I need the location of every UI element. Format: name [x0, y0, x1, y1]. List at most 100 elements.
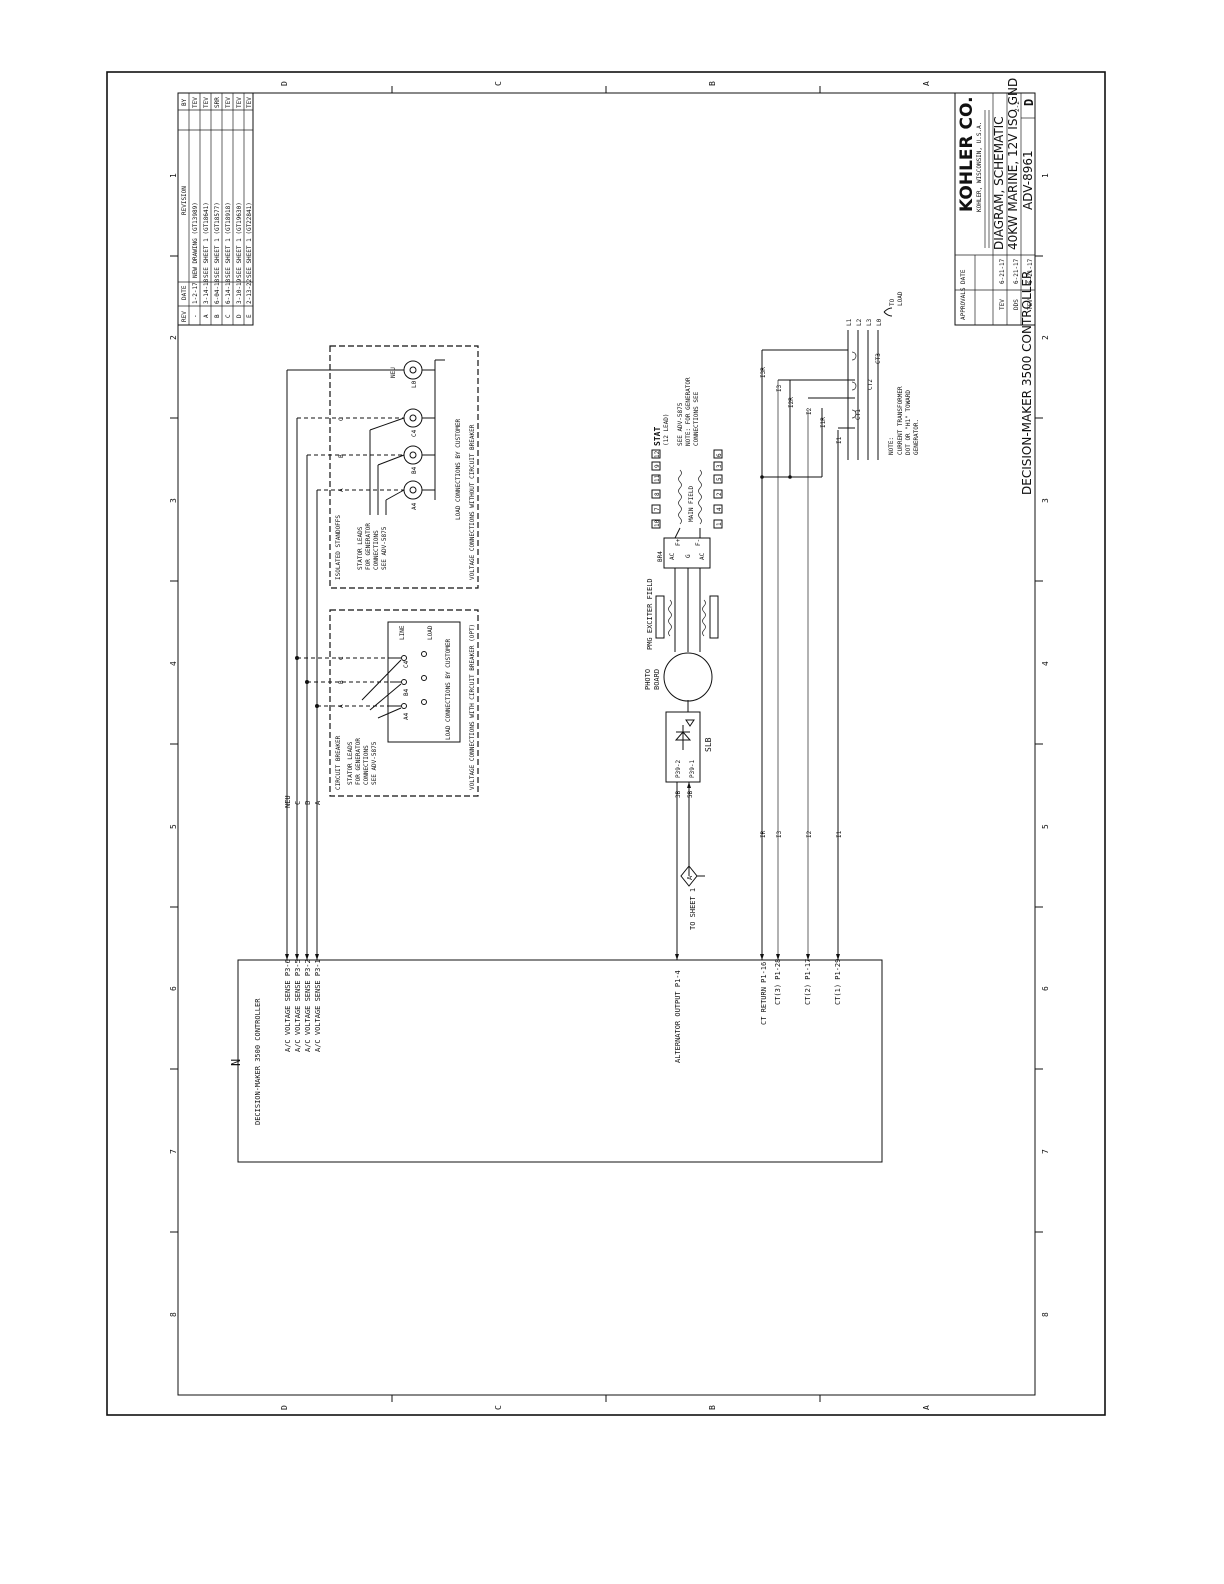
breaker-terminal-c4: C4: [403, 660, 410, 668]
title-block: KOHLER CO. KOHLER, WISCONSIN, U.S.A. DIA…: [954, 78, 1036, 326]
ct-note-1: NOTE:: [888, 437, 895, 455]
wire-i1r: I1R: [820, 417, 827, 428]
controller-pin-b: A/C VOLTAGE SENSE P3-2: [304, 959, 312, 1052]
g-label: G: [685, 554, 692, 558]
sheet-ref-text: TO SHEET 1: [689, 888, 697, 930]
ct3-label: CT3: [875, 353, 882, 364]
wire-i1: I1: [836, 436, 843, 444]
zone-right-1: 1: [1041, 173, 1050, 178]
zone-bot-d: D: [280, 1405, 289, 1410]
board-ref: BR4: [657, 551, 664, 562]
wire-i1-lower: I1: [836, 830, 843, 838]
rev-row-2-by: SRR: [214, 97, 221, 108]
zone-left-2: 2: [169, 335, 178, 340]
wire-i3-lower: I3: [776, 830, 783, 838]
company-sub: KOHLER, WISCONSIN, U.S.A.: [976, 122, 983, 212]
controller-label: DECISION-MAKER 3500 CONTROLLER: [254, 998, 262, 1125]
rev-header-rev: REV: [181, 311, 188, 322]
zone-left-5: 5: [169, 824, 178, 829]
breaker-phase-c: C: [338, 656, 345, 660]
alternator: STAT (12 LEAD) SEE ADV-5875 NOTE: FOR GE…: [644, 377, 723, 783]
breaker-stator-2: FOR GENERATOR: [355, 738, 362, 785]
breaker-line: LINE: [399, 625, 406, 640]
zone-right-5: 5: [1041, 824, 1050, 829]
rev-row-4-desc: SEE SHEET 1 (GT19630): [236, 202, 243, 278]
controller-pin-a: A/C VOLTAGE SENSE P3-1: [314, 959, 322, 1052]
fine-print-lines: [984, 110, 990, 248]
rev-row-4-rev: D: [236, 314, 243, 318]
stator-note-4: SEE ADV-5875: [381, 526, 388, 570]
approval-0-date: 6-21-17: [999, 258, 1006, 284]
rev-header-date: DATE: [181, 285, 188, 300]
zone-bot-a: A: [922, 1405, 931, 1410]
slb-pin-1: P39-2: [675, 760, 682, 778]
zone-bot-c: C: [494, 1405, 503, 1410]
drawing-number: ADV-8961: [1021, 150, 1035, 210]
zone-ticks: [170, 86, 1043, 1402]
breaker-load-caption: LOAD CONNECTIONS BY CUSTOMER: [445, 638, 452, 740]
stat-terminal-boxes: [651, 449, 723, 529]
ct-note-4: GENERATOR.: [913, 419, 920, 455]
date-label: DATE: [960, 269, 967, 284]
ct1-label: CT1: [855, 409, 862, 420]
voltage-sense-wires: NEU C B A: [284, 369, 404, 960]
zone-left-6: 6: [169, 986, 178, 991]
wire-i3: I3: [776, 384, 783, 392]
wire-tag-neu: NEU: [284, 795, 292, 808]
wire-i2: I2: [806, 407, 813, 415]
zone-bot-b: B: [708, 1405, 717, 1410]
zone-left-4: 4: [169, 661, 178, 666]
rev-row-3-date: 6-14-18: [225, 278, 232, 304]
photo-board-1: PHOTO: [644, 669, 652, 690]
zone-top-d: D: [280, 81, 289, 86]
f-plus-label: F+: [675, 538, 682, 546]
breaker-stator-3: CONNECTIONS: [363, 745, 370, 785]
ct-wiring: CT3 CT2 CT1 I3R I3 I2R I2 I1R I1 IR I3 I…: [760, 291, 920, 960]
controller-box: DECISION-MAKER 3500 CONTROLLER N A/C VOL…: [229, 959, 883, 1163]
wire-5b: 5B: [687, 790, 694, 798]
stat-t6: 6: [716, 453, 723, 457]
breaker-phase-b: B: [338, 680, 345, 684]
phase-neu: NEU: [390, 367, 397, 378]
rev-row-4-date: 3-10-19: [236, 278, 243, 304]
approval-2-who: TEV: [1027, 299, 1034, 310]
approval-1-date: 6-21-17: [1013, 258, 1020, 284]
ct-note-2: CURRENT TRANSFORMER: [897, 386, 904, 455]
phase-a: A: [338, 488, 345, 492]
terminal-b4: B4: [411, 466, 418, 474]
rev-row-0-by: TEV: [192, 97, 199, 108]
main-field-label: MAIN FIELD: [688, 485, 695, 522]
drawing-title-2: 40KW MARINE, 12V ISO GND: [1006, 78, 1020, 250]
rev-row-2-desc: SEE SHEET 1 (GT18577): [214, 202, 221, 278]
terminal-a4: A4: [411, 502, 418, 510]
stat-t7: 7: [654, 507, 661, 511]
rev-row-0-rev: -: [192, 314, 199, 318]
load-brace: [883, 307, 893, 317]
zone-right-2: 2: [1041, 335, 1050, 340]
side-title: DECISION-MAKER 3500 CONTROLLER: [1020, 271, 1034, 495]
rev-row-1-rev: A: [203, 314, 210, 318]
slb-label: SLB: [704, 737, 713, 752]
breaker-stator-4: SEE ADV-5875: [371, 741, 378, 785]
rev-row-2-rev: B: [214, 314, 221, 318]
stat-t8: 8: [654, 492, 661, 496]
outer-frame: [106, 71, 1106, 1416]
zone-letters: D C B A D C B A 1 2 3 4 5 6 7 8 1 2 3 4 …: [169, 81, 1050, 1410]
breaker-label: CIRCUIT BREAKER: [335, 735, 342, 790]
stat-label: STAT: [653, 427, 662, 446]
pmg-label: PMG EXCITER FIELD: [646, 578, 654, 650]
stator-note-1: STATOR LEADS: [357, 526, 364, 570]
zone-top-c: C: [494, 81, 503, 86]
stat-t1: 1: [716, 522, 723, 526]
wire-3b: 3B: [675, 790, 682, 798]
ac-label-1: AC: [669, 552, 676, 560]
slb-pin-2: P39-1: [689, 760, 696, 778]
breaker-load: LOAD: [427, 625, 434, 640]
voltage-caption: VOLTAGE CONNECTIONS WITHOUT CIRCUIT BREA…: [469, 424, 476, 580]
controller-pin-neu: A/C VOLTAGE SENSE P3-6: [284, 959, 292, 1052]
sheet-ref-letter: A: [686, 875, 694, 880]
standoffs-label: ISOLATED STANDOFFS: [335, 515, 342, 580]
load-caption: LOAD CONNECTIONS BY CUSTOMER: [455, 418, 462, 520]
rev-header-by: BY: [181, 98, 188, 106]
